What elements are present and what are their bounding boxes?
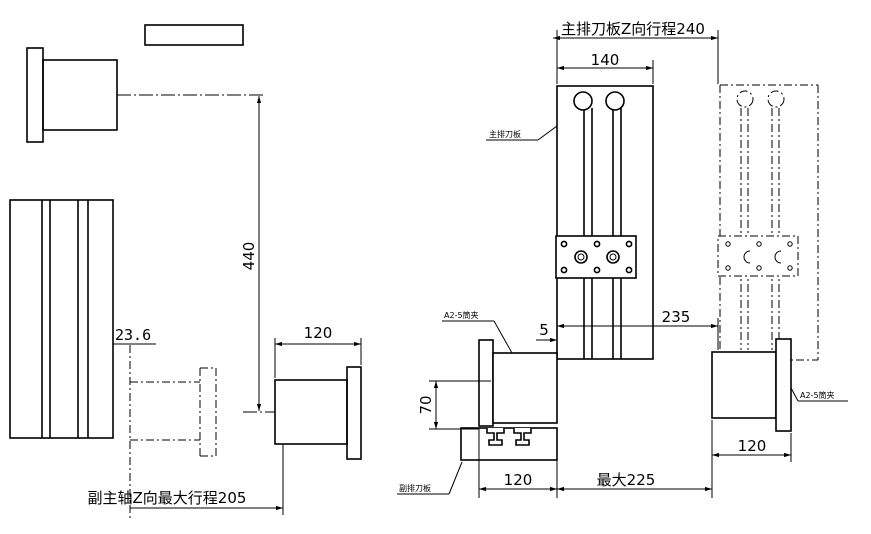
sub-spindle-ghost <box>129 345 217 520</box>
top-plate <box>144 24 244 46</box>
dim-225-text: 最大225 <box>597 471 656 489</box>
collet-left-label: A2-5筒夹 <box>444 310 479 320</box>
dim-120-sub-text: 120 <box>304 324 333 342</box>
dim-140: 140 <box>557 51 654 84</box>
main-gang-travel-label: 主排刀板Z向行程240 <box>561 20 705 38</box>
collet-right-label: A2-5筒夹 <box>800 390 835 400</box>
dim-440-text: 440 <box>240 242 258 271</box>
sub-spindle <box>243 366 362 460</box>
sub-gang-plate-callout: 副排刀板 <box>397 461 463 495</box>
main-gang-plate-callout: 主排刀板 <box>486 125 558 141</box>
main-gang-plate-ghost <box>717 84 819 361</box>
main-spindle <box>26 47 264 143</box>
main-gang-plate-label: 主排刀板 <box>489 129 521 139</box>
headstock-block <box>9 199 114 439</box>
dim-sub-spindle-travel: 副主轴Z向最大行程205 <box>88 444 284 515</box>
sub-gang-plate <box>460 427 558 461</box>
dim-23-6-text: 23.6 <box>115 326 151 344</box>
dim-235-text: 235 <box>662 308 691 326</box>
sub-gang-plate-label: 副排刀板 <box>399 483 431 493</box>
dim-235: 235 <box>557 308 719 350</box>
dim-120-right-text: 120 <box>738 437 767 455</box>
dim-main-gang-travel: 主排刀板Z向行程240 <box>553 20 719 84</box>
dim-5-text: 5 <box>539 321 549 339</box>
dim-120-left-text: 120 <box>504 471 533 489</box>
dim-140-text: 140 <box>591 51 620 69</box>
collet-left <box>478 339 558 427</box>
dim-70: 70 <box>417 380 491 430</box>
dim-5: 5 <box>536 321 557 343</box>
dim-120-right: 120 <box>712 433 792 462</box>
dim-70-text: 70 <box>417 395 435 414</box>
dim-23-6: 23.6 <box>112 326 156 360</box>
dim-120-sub: 120 <box>274 324 362 378</box>
sub-spindle-travel-label: 副主轴Z向最大行程205 <box>88 489 247 507</box>
collet-right <box>711 338 792 432</box>
dim-440: 440 <box>240 96 262 411</box>
collet-right-callout: A2-5筒夹 <box>790 387 848 402</box>
collet-left-callout: A2-5筒夹 <box>442 310 513 354</box>
main-gang-plate <box>555 85 654 360</box>
dim-bottom-row: 120 最大225 <box>478 420 713 498</box>
